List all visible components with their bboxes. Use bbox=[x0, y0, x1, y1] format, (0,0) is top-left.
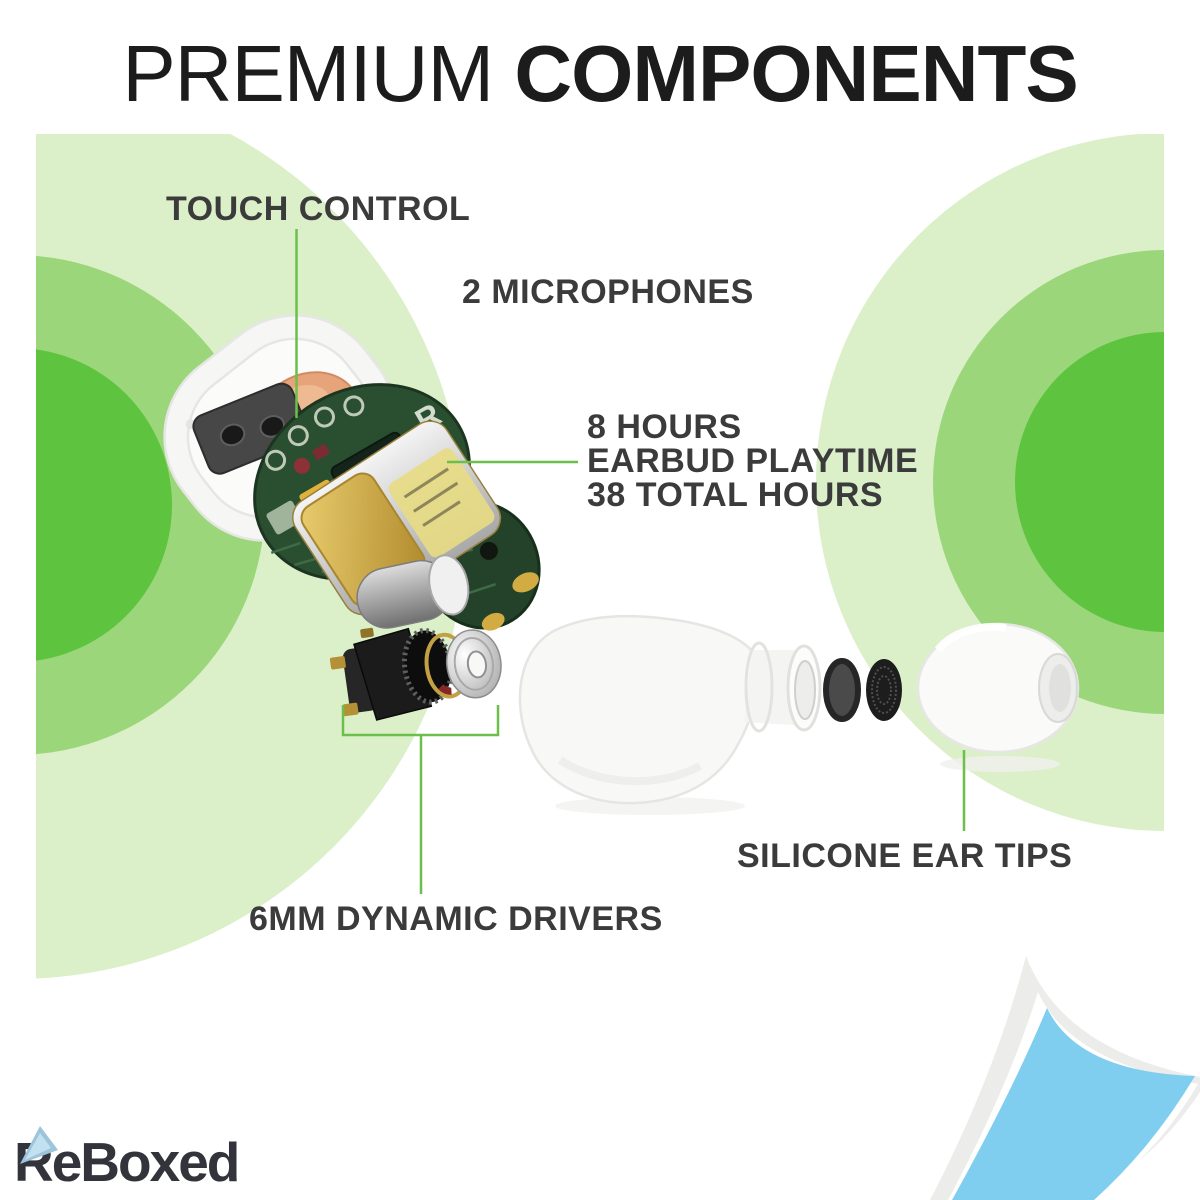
mesh-disc-inner bbox=[823, 658, 861, 722]
title-components: COMPONENTS bbox=[514, 29, 1078, 118]
callout-battery-line2: EARBUD PLAYTIME bbox=[587, 442, 919, 480]
title-premium: PREMIUM bbox=[122, 29, 494, 118]
callout-touch-control: TOUCH CONTROL bbox=[166, 190, 471, 228]
page-title: PREMIUM COMPONENTS bbox=[0, 28, 1200, 120]
callout-battery: 8 HOURS EARBUD PLAYTIME 38 TOTAL HOURS bbox=[587, 410, 918, 512]
page-curl bbox=[930, 956, 1200, 1200]
callout-drivers: 6MM DYNAMIC DRIVERS bbox=[249, 900, 663, 938]
dynamic-driver bbox=[329, 627, 502, 721]
battery-label-marks bbox=[403, 467, 461, 527]
callout-ear-tips: SILICONE EAR TIPS bbox=[737, 837, 1073, 875]
background-ripples bbox=[36, 134, 1164, 1084]
silicone-ear-tip bbox=[916, 622, 1080, 772]
reboxed-logo: ReBoxed bbox=[14, 1131, 240, 1193]
motor-cylinder bbox=[356, 554, 470, 629]
earbud-body bbox=[518, 614, 822, 815]
callout-lines bbox=[295, 229, 966, 894]
logo-fold-icon bbox=[20, 1126, 58, 1164]
driver-bracket-line bbox=[341, 705, 500, 894]
callout-battery-line1: 8 HOURS bbox=[587, 408, 742, 446]
callout-microphones: 2 MICROPHONES bbox=[462, 273, 754, 311]
callout-battery-line3: 38 TOTAL HOURS bbox=[587, 476, 884, 514]
microphone-block bbox=[192, 382, 309, 475]
mesh-disc-outer bbox=[866, 659, 902, 721]
